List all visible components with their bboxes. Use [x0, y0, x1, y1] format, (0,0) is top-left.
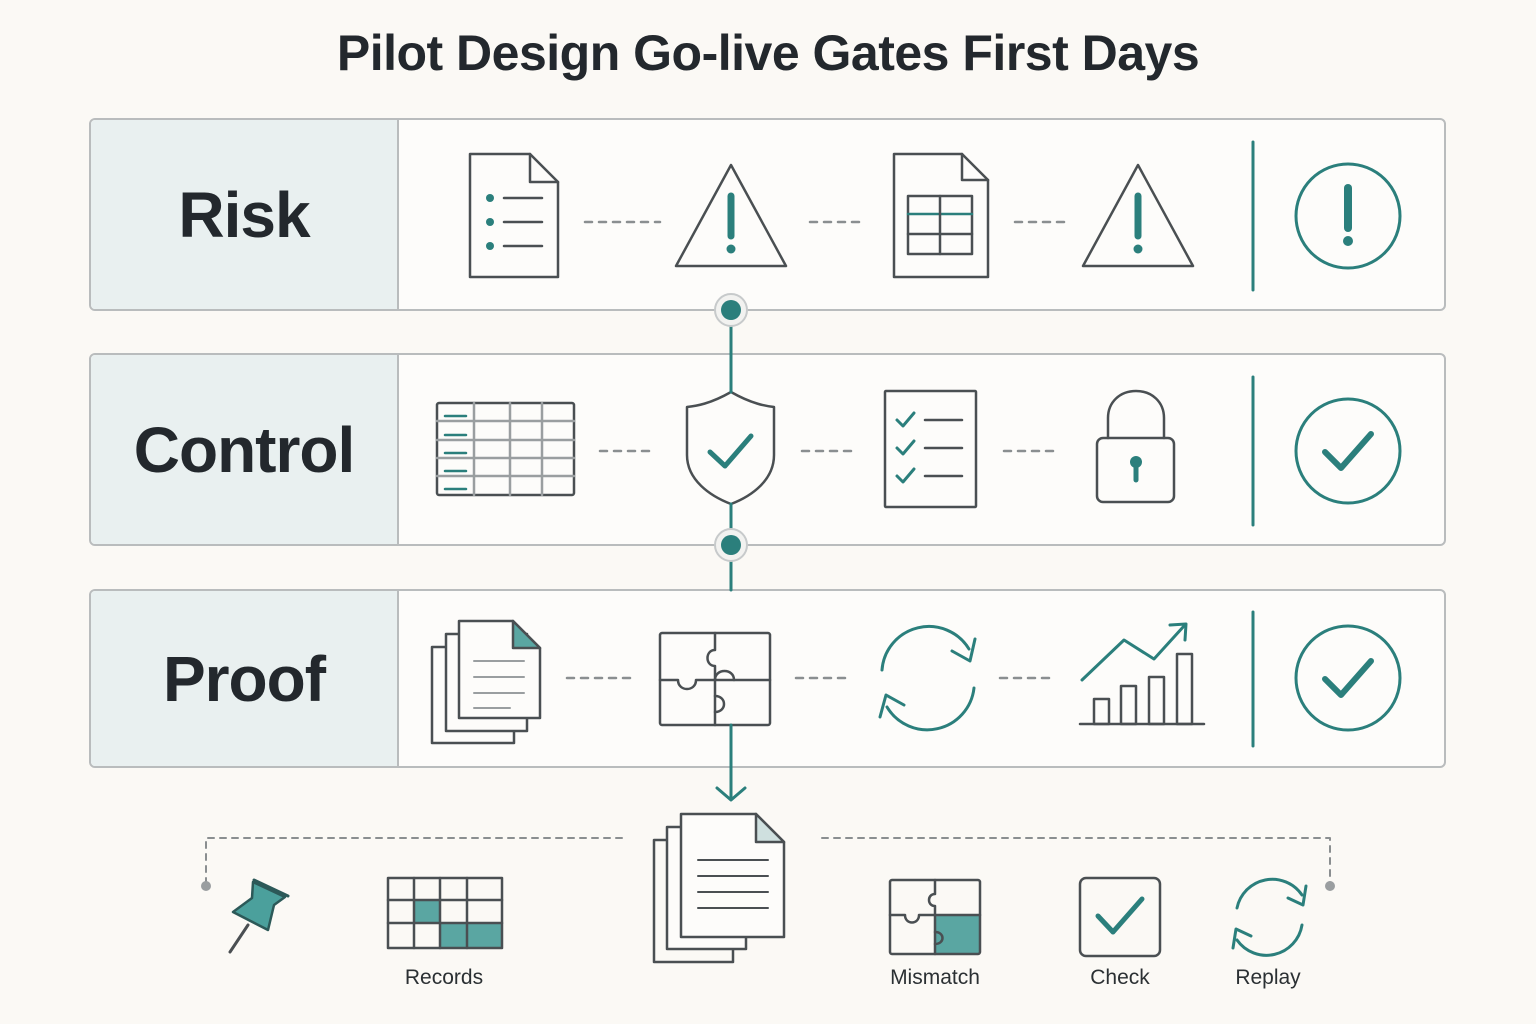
bullet-list-document-icon	[468, 152, 560, 279]
data-table-icon	[435, 401, 576, 497]
pushpin-icon	[228, 878, 290, 954]
shield-check-icon	[685, 390, 776, 506]
refresh-cycle-icon	[878, 625, 977, 732]
bracket-end-dot	[1325, 881, 1335, 891]
checkbox-icon	[1078, 876, 1162, 958]
row-control: Control	[89, 353, 1446, 546]
bracket-end-dot	[201, 881, 211, 891]
refresh-cycle-icon	[1231, 877, 1308, 957]
check-circle-icon	[1294, 624, 1402, 732]
check-circle-icon	[1294, 397, 1402, 505]
stacked-documents-icon	[652, 812, 786, 964]
caption-records: Records	[404, 966, 484, 989]
padlock-icon	[1095, 389, 1176, 504]
exclamation-circle-icon	[1294, 162, 1402, 270]
caption-mismatch: Mismatch	[890, 966, 980, 989]
caption-check: Check	[1090, 966, 1150, 989]
row-label-control: Control	[91, 355, 399, 544]
puzzle-icon	[658, 631, 772, 727]
records-grid-icon	[386, 876, 504, 950]
growth-chart-icon	[1078, 622, 1206, 726]
output-bracket	[205, 837, 1331, 885]
row-risk: Risk	[89, 118, 1446, 311]
stacked-documents-icon	[430, 619, 542, 745]
puzzle-icon	[888, 878, 982, 956]
page-title: Pilot Design Go-live Gates First Days	[336, 25, 1200, 81]
spreadsheet-document-icon	[892, 152, 990, 279]
row-label-proof: Proof	[91, 591, 399, 766]
checklist-document-icon	[883, 389, 978, 509]
row-label-risk: Risk	[91, 120, 399, 309]
flow-connector	[714, 293, 748, 802]
row-proof: Proof	[89, 589, 1446, 768]
caption-replay: Replay	[1235, 966, 1301, 989]
warning-triangle-icon	[674, 163, 788, 268]
warning-triangle-icon	[1081, 163, 1195, 268]
